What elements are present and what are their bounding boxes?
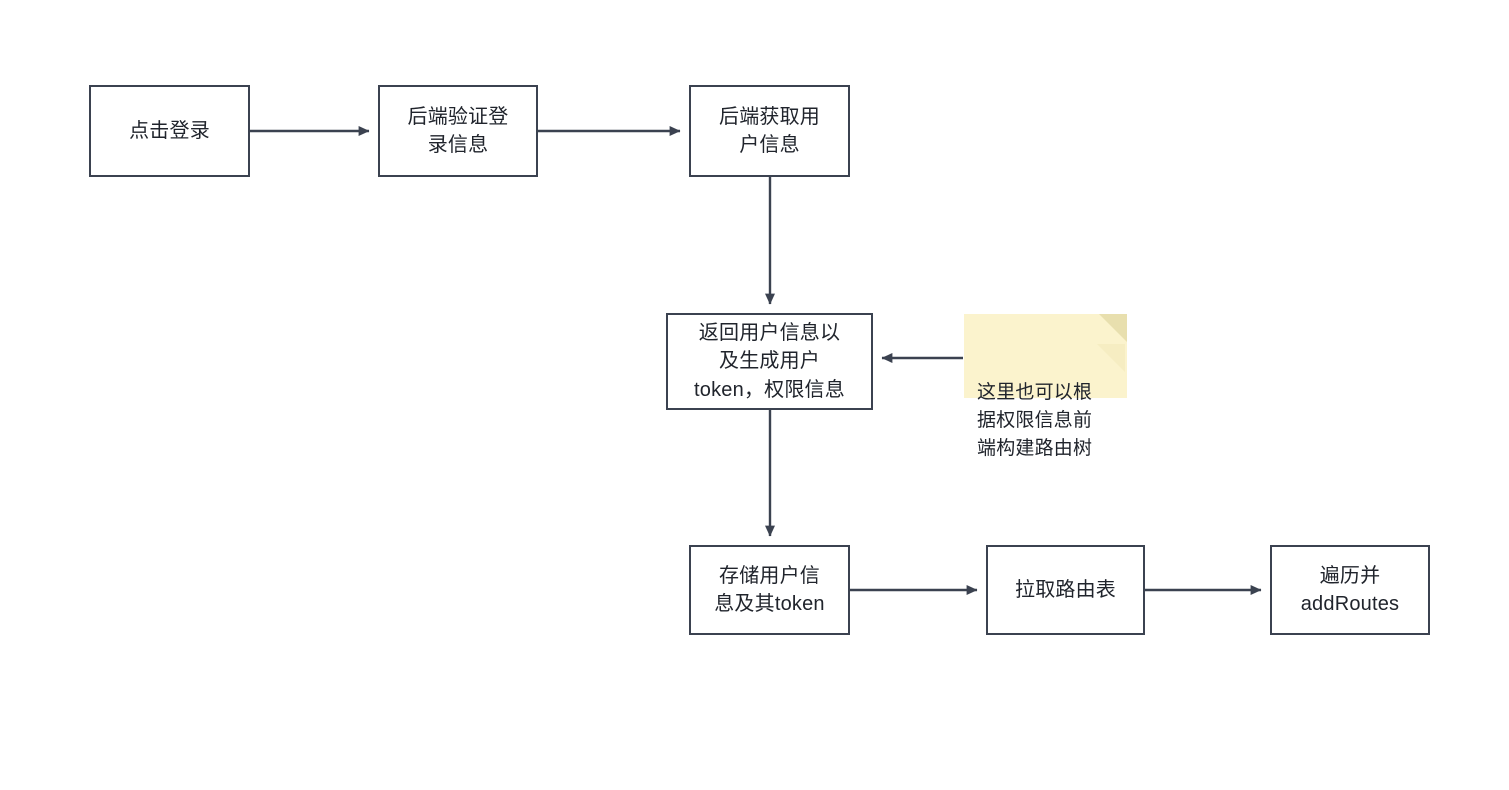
- sticky-note-front-end-route-tree[interactable]: 这里也可以根 据权限信息前 端构建路由树: [964, 314, 1127, 459]
- node-return-user-info-token[interactable]: 返回用户信息以 及生成用户 token，权限信息: [666, 313, 873, 410]
- node-traverse-addroutes[interactable]: 遍历并 addRoutes: [1270, 545, 1430, 635]
- node-click-login[interactable]: 点击登录: [89, 85, 250, 177]
- note-fold-corner-icon: [1097, 314, 1127, 372]
- sticky-note-label: 这里也可以根 据权限信息前 端构建路由树: [977, 382, 1093, 460]
- node-fetch-user-info[interactable]: 后端获取用 户信息: [689, 85, 850, 177]
- node-fetch-route-table[interactable]: 拉取路由表: [986, 545, 1145, 635]
- note-fold-highlight-icon: [1097, 344, 1125, 372]
- node-store-user-info-token[interactable]: 存储用户信 息及其token: [689, 545, 850, 635]
- node-verify-login[interactable]: 后端验证登 录信息: [378, 85, 538, 177]
